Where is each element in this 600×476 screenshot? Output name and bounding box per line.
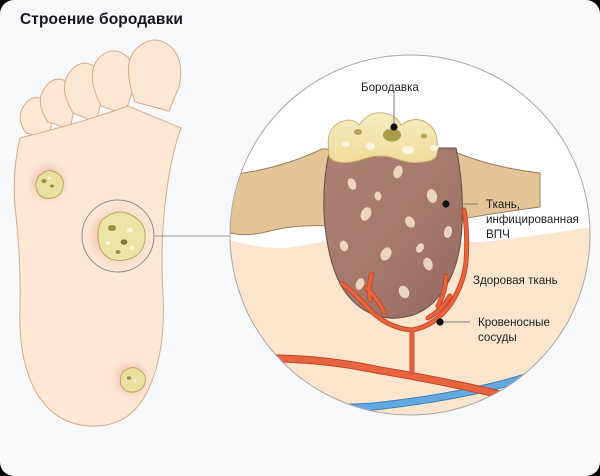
- healthy-tissue-layer: [230, 226, 590, 415]
- label-infected-tissue-line2: инфицированная: [486, 213, 579, 226]
- magnified-cross-section: [229, 54, 591, 416]
- tissue-speckles: [339, 165, 453, 302]
- foot-illustration: [13, 39, 232, 427]
- label-healthy-tissue-text: Здоровая ткань: [473, 274, 558, 287]
- page-title: Строение бородавки: [20, 11, 184, 28]
- label-infected-tissue: Ткань, инфицированная ВПЧ: [442, 198, 579, 241]
- label-blood-vessels: Кровеносные сосуды: [436, 316, 550, 344]
- label-wart: Бородавка: [361, 81, 419, 131]
- label-wart-text: Бородавка: [361, 81, 419, 94]
- foot-wart-2: [109, 357, 153, 401]
- foot-wart-circled: [81, 199, 155, 273]
- label-healthy-tissue: Здоровая ткань: [473, 274, 558, 287]
- label-blood-vessels-line2: сосуды: [478, 331, 517, 344]
- label-infected-tissue-line3: ВПЧ: [486, 228, 510, 241]
- infected-tissue-mass: [323, 147, 463, 319]
- foot-wart-1: [24, 159, 72, 207]
- label-infected-tissue-line1: Ткань,: [486, 198, 520, 211]
- label-blood-vessels-line1: Кровеносные: [478, 316, 550, 329]
- foot-toes: [19, 39, 182, 140]
- magnifier-circle-outline: [229, 54, 591, 416]
